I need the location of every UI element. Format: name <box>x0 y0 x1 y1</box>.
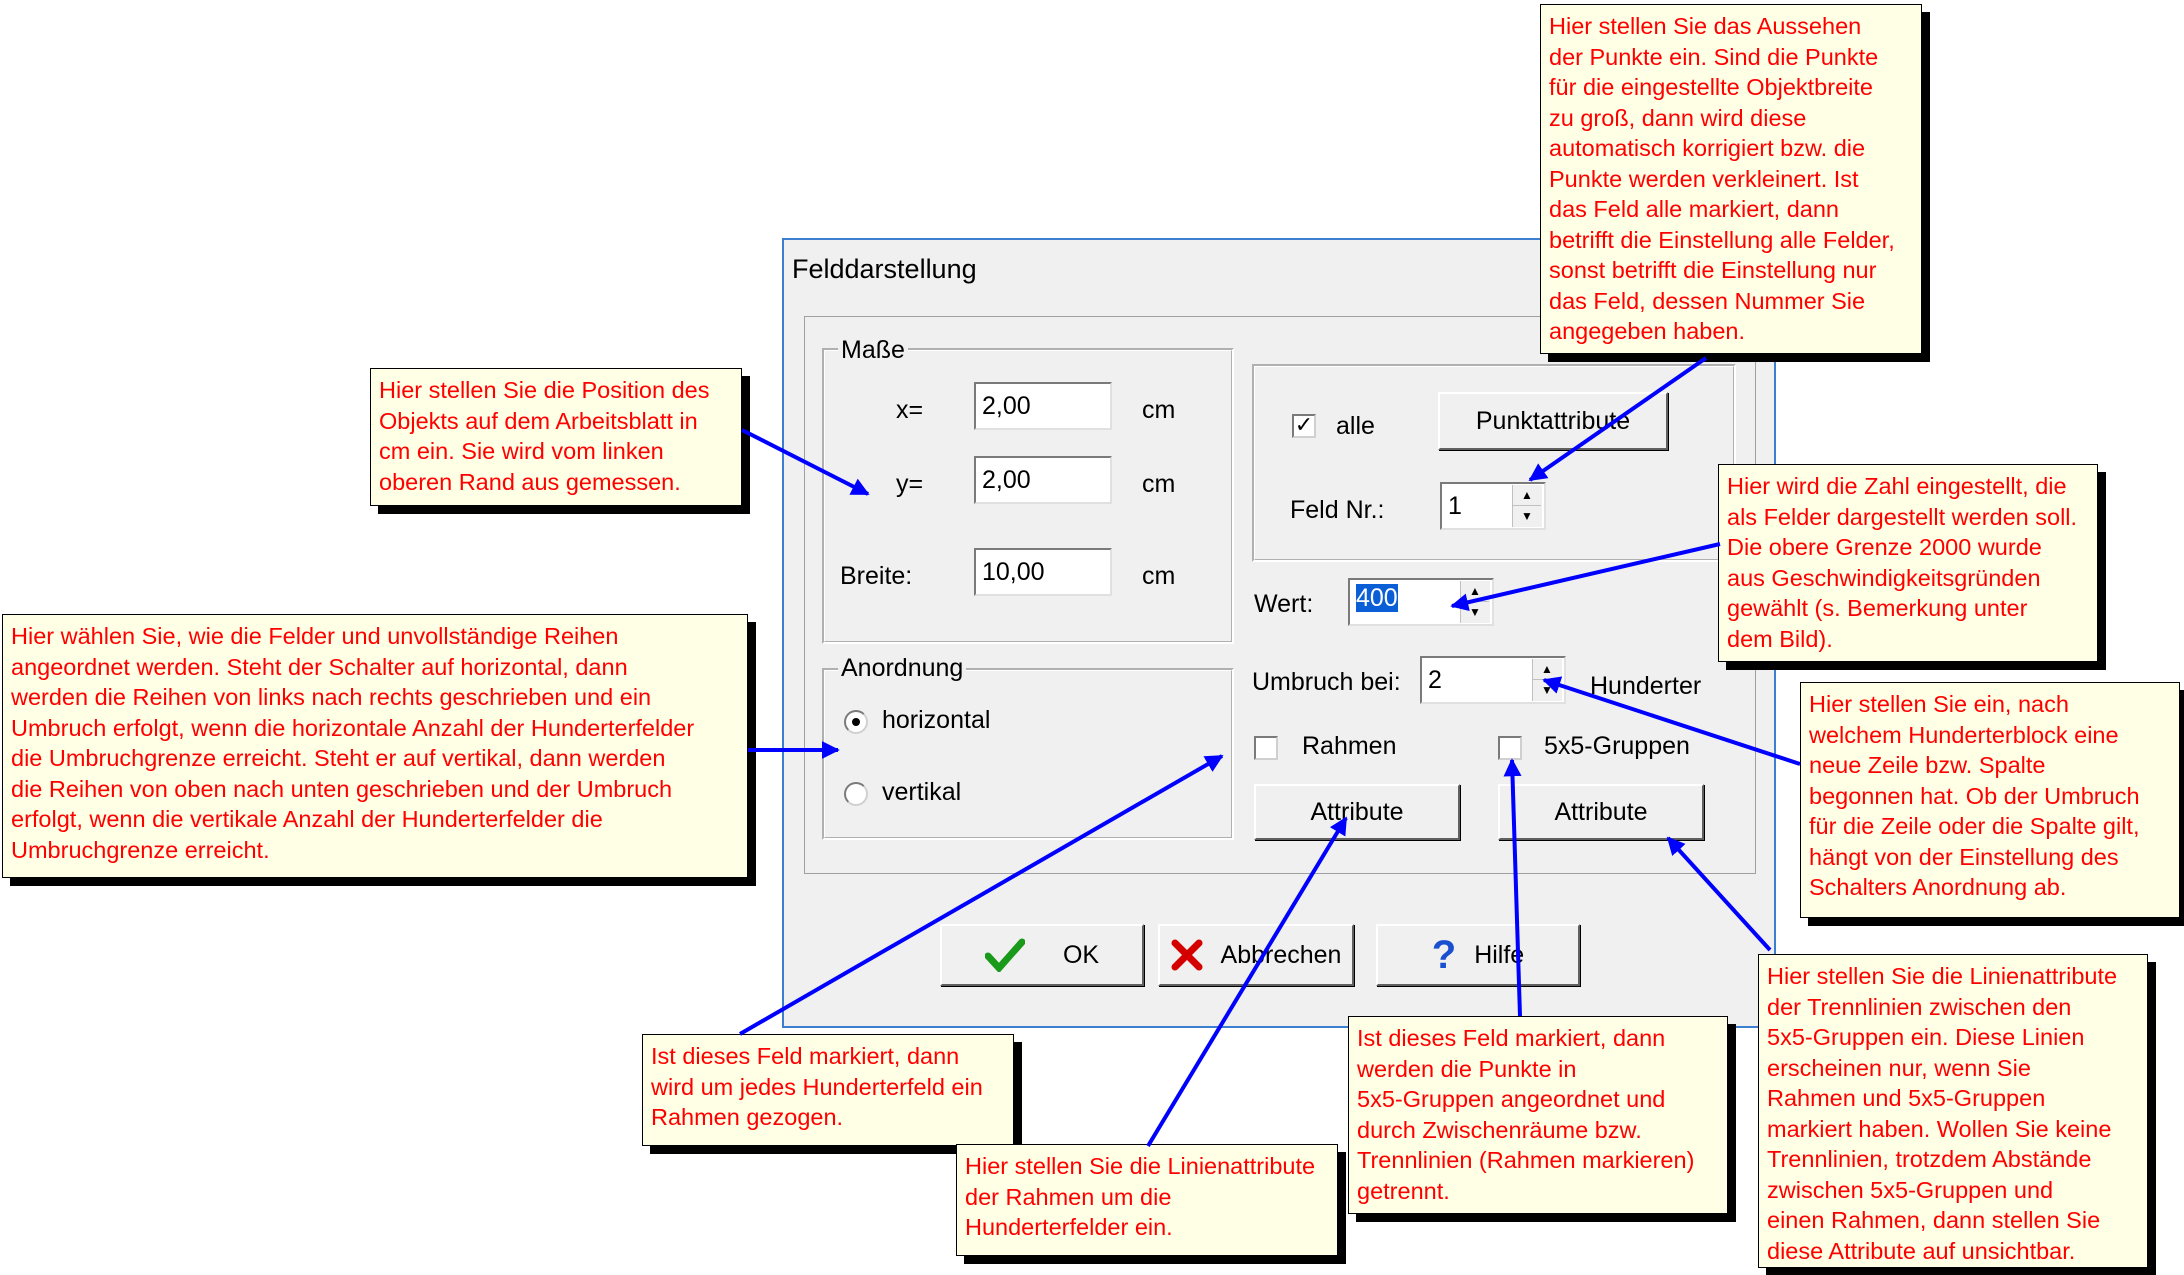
spin-up-icon[interactable]: ▲ <box>1513 485 1541 506</box>
vertikal-radio[interactable] <box>844 782 868 806</box>
spin-down-icon[interactable]: ▼ <box>1541 683 1553 697</box>
felddarstellung-dialog: Felddarstellung Maße x= cm y= cm Breite:… <box>782 238 1776 1028</box>
note-punkte: Hier stellen Sie das Aussehen der Punkte… <box>1540 4 1922 354</box>
alle-label: alle <box>1336 412 1375 440</box>
note-anordnung: Hier wählen Sie, wie die Felder und unvo… <box>2 614 748 878</box>
y-label: y= <box>896 470 924 498</box>
abbrechen-label: Abbrechen <box>1220 940 1342 969</box>
note-position: Hier stellen Sie die Position des Objekt… <box>370 368 742 506</box>
gruppen-checkbox[interactable] <box>1498 736 1522 760</box>
note-gruppen: Ist dieses Feld markiert, dann werden di… <box>1348 1016 1728 1214</box>
rahmen-attribute-button[interactable]: Attribute <box>1254 784 1460 840</box>
note-rahmen: Ist dieses Feld markiert, dann wird um j… <box>642 1034 1014 1146</box>
hunderter-label: Hunderter <box>1590 672 1702 700</box>
gruppen-attribute-button[interactable]: Attribute <box>1498 784 1704 840</box>
hilfe-button[interactable]: ? Hilfe <box>1376 924 1580 986</box>
breite-label: Breite: <box>840 562 913 590</box>
umbruch-spinner[interactable]: ▲ ▼ <box>1532 659 1562 701</box>
vertikal-label: vertikal <box>882 778 962 806</box>
note-wert: Hier wird die Zahl eingestellt, die als … <box>1718 464 2098 662</box>
spin-up-icon[interactable]: ▲ <box>1461 581 1489 602</box>
feldnr-label: Feld Nr.: <box>1290 496 1385 524</box>
x-input[interactable] <box>974 382 1112 430</box>
wert-label: Wert: <box>1254 590 1314 618</box>
spin-down-icon[interactable]: ▼ <box>1521 509 1533 523</box>
alle-checkbox[interactable]: ✓ <box>1292 414 1316 438</box>
ok-label: OK <box>1062 940 1100 969</box>
gruppen-label: 5x5-Gruppen <box>1544 732 1690 760</box>
punktattribute-button[interactable]: Punktattribute <box>1438 392 1668 450</box>
spin-up-icon[interactable]: ▲ <box>1533 659 1561 680</box>
breite-input[interactable] <box>974 548 1112 596</box>
x-label: x= <box>896 396 924 424</box>
note-rahmen-attr: Hier stellen Sie die Linienattribute der… <box>956 1144 1338 1256</box>
hilfe-label: Hilfe <box>1474 940 1525 969</box>
masse-group <box>822 348 1234 644</box>
horizontal-label: horizontal <box>882 706 991 734</box>
checkmark-icon <box>984 938 1025 972</box>
abbrechen-button[interactable]: Abbrechen <box>1158 924 1354 986</box>
wert-spinner[interactable]: ▲ ▼ <box>1460 581 1490 623</box>
x-unit: cm <box>1142 396 1176 424</box>
note-gruppen-attr: Hier stellen Sie die Linienattribute der… <box>1758 954 2148 1268</box>
anordnung-legend: Anordnung <box>838 654 967 683</box>
feldnr-spinner[interactable]: ▲ ▼ <box>1512 485 1542 527</box>
note-umbruch: Hier stellen Sie ein, nach welchem Hunde… <box>1800 682 2180 918</box>
y-input[interactable] <box>974 456 1112 504</box>
ok-button[interactable]: OK <box>940 924 1144 986</box>
dialog-title: Felddarstellung <box>792 254 977 284</box>
rahmen-attribute-label: Attribute <box>1310 797 1404 826</box>
spin-down-icon[interactable]: ▼ <box>1469 605 1481 619</box>
masse-legend: Maße <box>838 336 908 365</box>
wert-value: 400 <box>1356 584 1398 612</box>
horizontal-radio[interactable] <box>844 710 868 734</box>
help-icon: ? <box>1431 932 1457 977</box>
umbruch-label: Umbruch bei: <box>1252 668 1401 696</box>
breite-unit: cm <box>1142 562 1176 590</box>
rahmen-checkbox[interactable] <box>1254 736 1278 760</box>
punktattribute-button-label: Punktattribute <box>1475 406 1631 435</box>
rahmen-label: Rahmen <box>1302 732 1397 760</box>
gruppen-attribute-label: Attribute <box>1554 797 1648 826</box>
y-unit: cm <box>1142 470 1176 498</box>
cross-icon <box>1171 939 1203 971</box>
anordnung-group <box>822 668 1234 840</box>
